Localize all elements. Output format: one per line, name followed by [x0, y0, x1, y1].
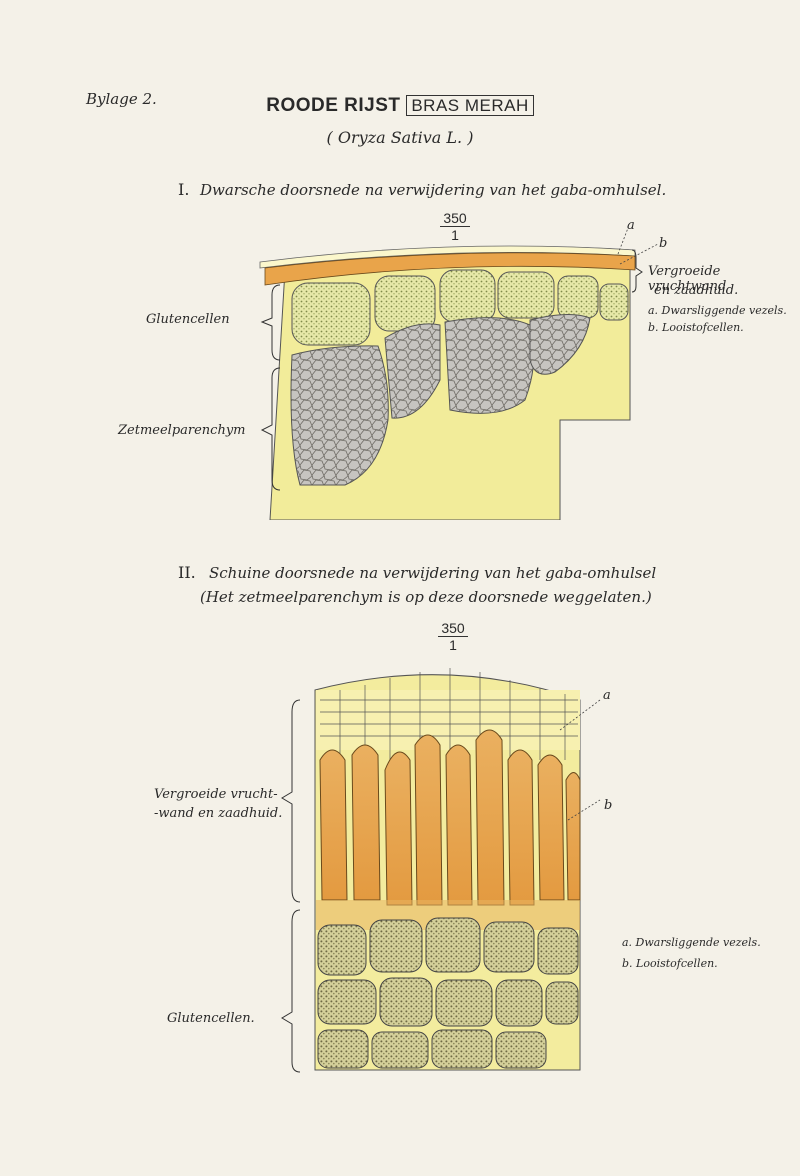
figure1-heading: Dwarsche doorsnede na verwijdering van h… [200, 181, 667, 199]
figure2-legend-b: b. Looistofcellen. [622, 957, 718, 970]
figure2-note: (Het zetmeelparenchym is op deze doorsne… [200, 588, 652, 606]
figure1-legend-b: b. Looistofcellen. [648, 321, 744, 334]
title-main: ROODE RIJST [266, 95, 401, 116]
figure1-legend-title-1: Vergroeide vruchtwand [648, 264, 727, 294]
figure1-label-glutencellen: Glutencellen [146, 312, 230, 327]
figure1-scale: 350 1 [440, 210, 470, 243]
figure1-label-zetmeelparenchym: Zetmeelparenchym [118, 423, 246, 438]
figure2-heading: Schuine doorsnede na verwijdering van he… [209, 564, 657, 582]
figure2-label-glutencellen: Glutencellen. [167, 1011, 255, 1026]
figure1-scale-den: 1 [451, 227, 459, 243]
figure2-numeral: II. [178, 563, 196, 582]
figure1-pointer-b: b [659, 236, 668, 251]
figure2-pointer-a: a [603, 688, 611, 703]
figure2-pointer-b: b [604, 798, 613, 813]
figure2-scale-num: 350 [438, 620, 468, 637]
figure1-legend-title-2: en zaadhuid. [654, 283, 739, 298]
figure1-legend-a: a. Dwarsliggende vezels. [648, 304, 787, 317]
appendix-label: Bylage 2. [86, 90, 157, 108]
figure2-scale-den: 1 [449, 637, 457, 653]
figure1-pointer-a: a [627, 218, 635, 233]
figure2-label-vergroeide-2: -wand en zaadhuid. [154, 806, 283, 821]
figure2-legend-a: a. Dwarsliggende vezels. [622, 936, 761, 949]
figure2-label-vergroeide-1: Vergroeide vrucht- [154, 787, 278, 802]
figure1-illustration [259, 227, 659, 520]
title-box: BRAS MERAH [406, 95, 534, 116]
figure2-scale: 350 1 [438, 620, 468, 653]
figure1-numeral: I. [178, 180, 190, 199]
page-subtitle: ( Oryza Sativa L. ) [326, 128, 474, 147]
figure1-scale-num: 350 [440, 210, 470, 227]
page-title: ROODE RIJST BRAS MERAH [0, 95, 800, 117]
